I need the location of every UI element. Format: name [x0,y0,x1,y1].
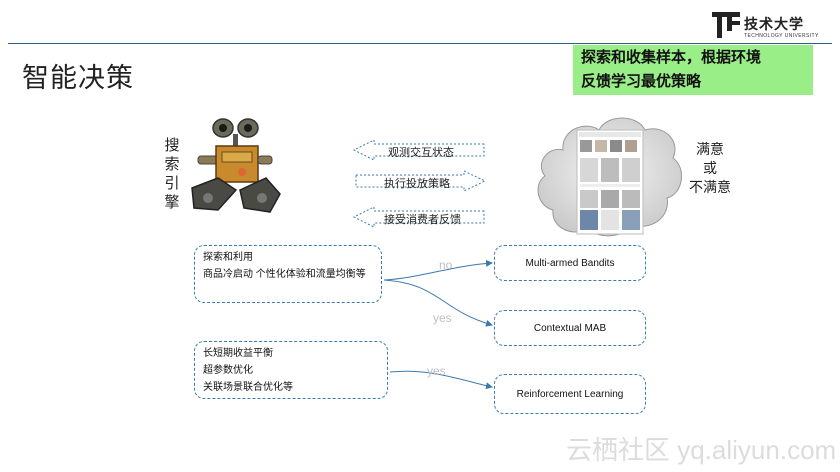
branch-yes-label: yes [433,311,452,325]
environment-cloud [537,117,682,237]
or-text: 或 [703,160,717,176]
mab-box: Multi-armed Bandits [494,245,646,281]
reinforcement-learning-box: Reinforcement Learning [494,374,646,414]
rl-label: Reinforcement Learning [516,388,624,400]
highlight-note: 探索和收集样本，根据环境 反馈学习最优策略 [573,45,813,95]
consumer-feedback-label: 接受消费者反馈 [384,214,461,226]
watermark: 云栖社区 yq.aliyun.com [566,435,837,465]
satisfaction-label: 满意 或 不满意 [680,140,740,197]
mab-label: Multi-armed Bandits [525,257,615,269]
robot-image [191,118,281,213]
unsatisfied-text: 不满意 [689,179,731,195]
search-engine-char: 擎 [164,194,180,211]
search-engine-char: 索 [164,156,180,173]
logo-name: 技术大学 [744,16,804,32]
arrow-left-observe [352,139,485,161]
branch-no-label: no [439,258,453,272]
satisfied-text: 满意 [696,141,724,157]
arrow-left-feedback [352,206,485,228]
contextual-mab-label: Contextual MAB [533,322,607,334]
cold-start-line: 商品冷启动 个性化体验和流量均衡等 [203,269,366,280]
execute-strategy-label: 执行投放策略 [384,178,450,190]
contextual-mab-box: Contextual MAB [494,310,646,346]
logo-subtitle: TECHNOLOGY UNIVERSITY [744,33,819,39]
joint-optim-line: 关联场景联合优化等 [203,382,293,393]
search-engine-char: 搜 [164,137,180,154]
search-engine-label: 搜 索 引 擎 [162,136,182,212]
header-divider [8,43,832,44]
search-engine-char: 引 [164,175,180,192]
observe-state-label: 观测交互状态 [388,147,454,159]
arrow-right-execute [355,170,487,192]
explore-exploit-box: 探索和利用 商品冷启动 个性化体验和流量均衡等 [194,245,382,303]
highlight-note-line2: 反馈学习最优策略 [581,73,702,90]
university-logo-icon [712,12,740,38]
highlight-note-line1: 探索和收集样本，根据环境 [581,49,762,66]
hyperparam-line: 超参数优化 [203,365,253,376]
university-logo: 技术大学 TECHNOLOGY UNIVERSITY [712,8,832,44]
page-title: 智能决策 [22,63,134,93]
long-short-line: 长短期收益平衡 [203,348,273,359]
connector-arrows [383,259,493,390]
explore-exploit-line: 探索和利用 [203,252,253,263]
long-short-term-box: 长短期收益平衡 超参数优化 关联场景联合优化等 [194,341,388,399]
branch-yes-label-2: yes [427,364,446,378]
